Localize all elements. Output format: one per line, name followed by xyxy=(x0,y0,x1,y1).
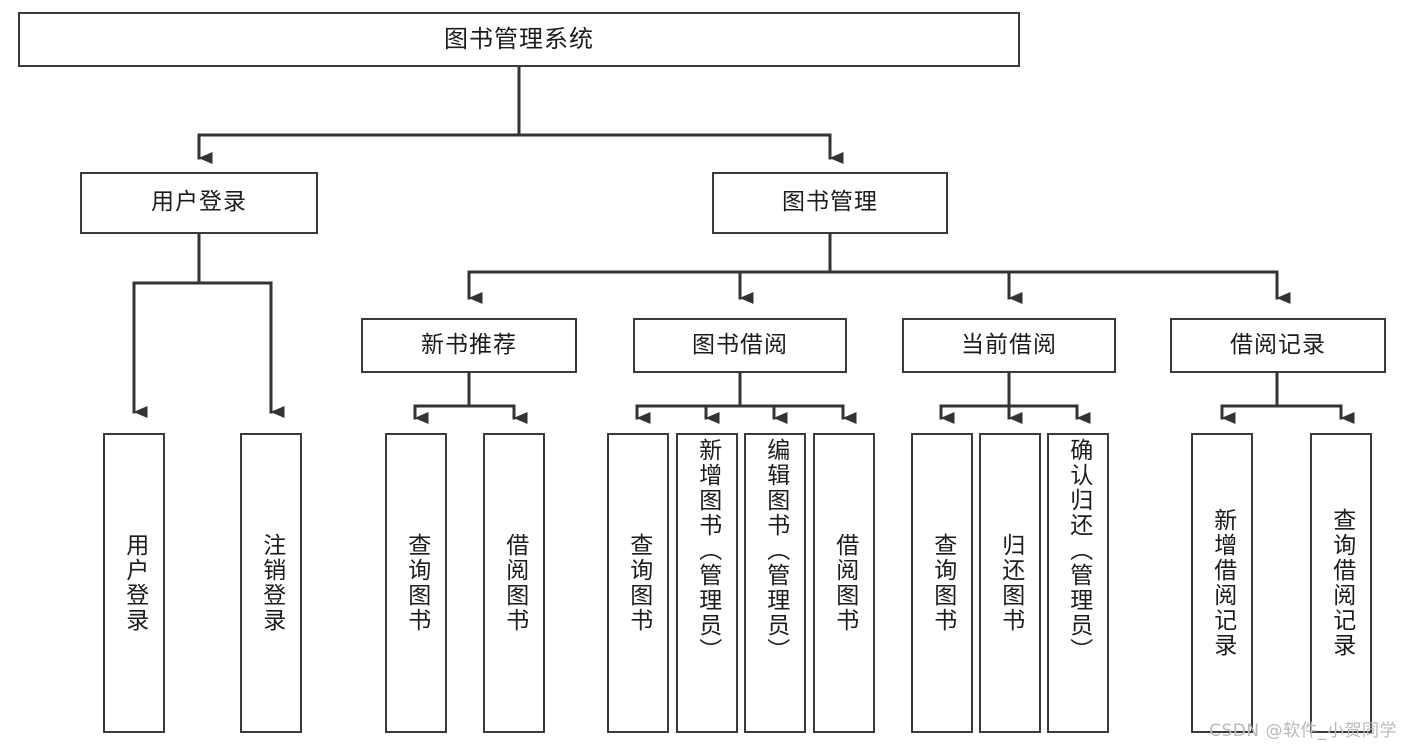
node-label: 借阅图书 xyxy=(501,533,528,633)
node-label: 新书推荐 xyxy=(421,331,517,358)
node-label: 借阅记录 xyxy=(1230,331,1326,358)
leaf-inner: 借阅图书 xyxy=(815,435,873,731)
leaf-inner: 查询图书 xyxy=(387,435,445,731)
leaf-inner: 查询借阅记录 xyxy=(1312,435,1370,731)
leaf-inner: 查询图书 xyxy=(913,435,971,731)
node-label: 当前借阅 xyxy=(961,331,1057,358)
node-user-login[interactable]: 用户登录 xyxy=(80,172,318,234)
node-label: 查询图书 xyxy=(403,533,430,633)
leaf-borrow-book-recommend[interactable]: 借阅图书 xyxy=(483,433,545,733)
leaf-inner: 确认归还（管理员） xyxy=(1049,435,1107,731)
node-borrow-record[interactable]: 借阅记录 xyxy=(1170,318,1386,373)
node-label: 用户登录 xyxy=(121,533,148,633)
node-book-management[interactable]: 图书管理 xyxy=(712,172,948,234)
leaf-logout[interactable]: 注销登录 xyxy=(240,433,302,733)
leaf-query-book-recommend[interactable]: 查询图书 xyxy=(385,433,447,733)
node-label: 查询借阅记录 xyxy=(1328,508,1355,658)
csdn-watermark: CSDN @软件_小贺同学 xyxy=(1209,721,1397,741)
leaf-query-book-current[interactable]: 查询图书 xyxy=(911,433,973,733)
leaf-inner: 归还图书 xyxy=(981,435,1039,731)
leaf-return-book[interactable]: 归还图书 xyxy=(979,433,1041,733)
leaf-borrow-book[interactable]: 借阅图书 xyxy=(813,433,875,733)
node-label: 查询图书 xyxy=(625,533,652,633)
node-root-book-management-system[interactable]: 图书管理系统 xyxy=(18,12,1020,67)
node-book-borrow[interactable]: 图书借阅 xyxy=(633,318,847,373)
leaf-add-book-admin[interactable]: 新增图书（管理员） xyxy=(676,433,738,733)
leaf-inner: 编辑图书（管理员） xyxy=(746,435,804,731)
leaf-inner: 借阅图书 xyxy=(485,435,543,731)
leaf-add-borrow-record[interactable]: 新增借阅记录 xyxy=(1191,433,1253,733)
node-label: 注销登录 xyxy=(258,533,285,633)
leaf-query-borrow-record[interactable]: 查询借阅记录 xyxy=(1310,433,1372,733)
node-label: 确认归还（管理员） xyxy=(1065,438,1092,663)
node-label: 编辑图书（管理员） xyxy=(762,438,789,663)
leaf-inner: 注销登录 xyxy=(242,435,300,731)
leaf-user-login[interactable]: 用户登录 xyxy=(103,433,165,733)
leaf-inner: 查询图书 xyxy=(609,435,667,731)
node-label: 图书管理系统 xyxy=(444,25,594,54)
node-label: 查询图书 xyxy=(929,533,956,633)
node-label: 图书借阅 xyxy=(692,331,788,358)
node-new-book-recommend[interactable]: 新书推荐 xyxy=(361,318,577,373)
leaf-query-book-borrow[interactable]: 查询图书 xyxy=(607,433,669,733)
leaf-inner: 用户登录 xyxy=(105,435,163,731)
node-current-borrow[interactable]: 当前借阅 xyxy=(902,318,1116,373)
node-label: 图书管理 xyxy=(782,189,878,216)
node-label: 借阅图书 xyxy=(831,533,858,633)
leaf-inner: 新增图书（管理员） xyxy=(678,435,736,731)
leaf-edit-book-admin[interactable]: 编辑图书（管理员） xyxy=(744,433,806,733)
node-label: 归还图书 xyxy=(997,533,1024,633)
node-label: 用户登录 xyxy=(151,189,247,216)
leaf-inner: 新增借阅记录 xyxy=(1193,435,1251,731)
leaf-confirm-return-admin[interactable]: 确认归还（管理员） xyxy=(1047,433,1109,733)
node-label: 新增借阅记录 xyxy=(1209,508,1236,658)
node-label: 新增图书（管理员） xyxy=(694,438,721,663)
